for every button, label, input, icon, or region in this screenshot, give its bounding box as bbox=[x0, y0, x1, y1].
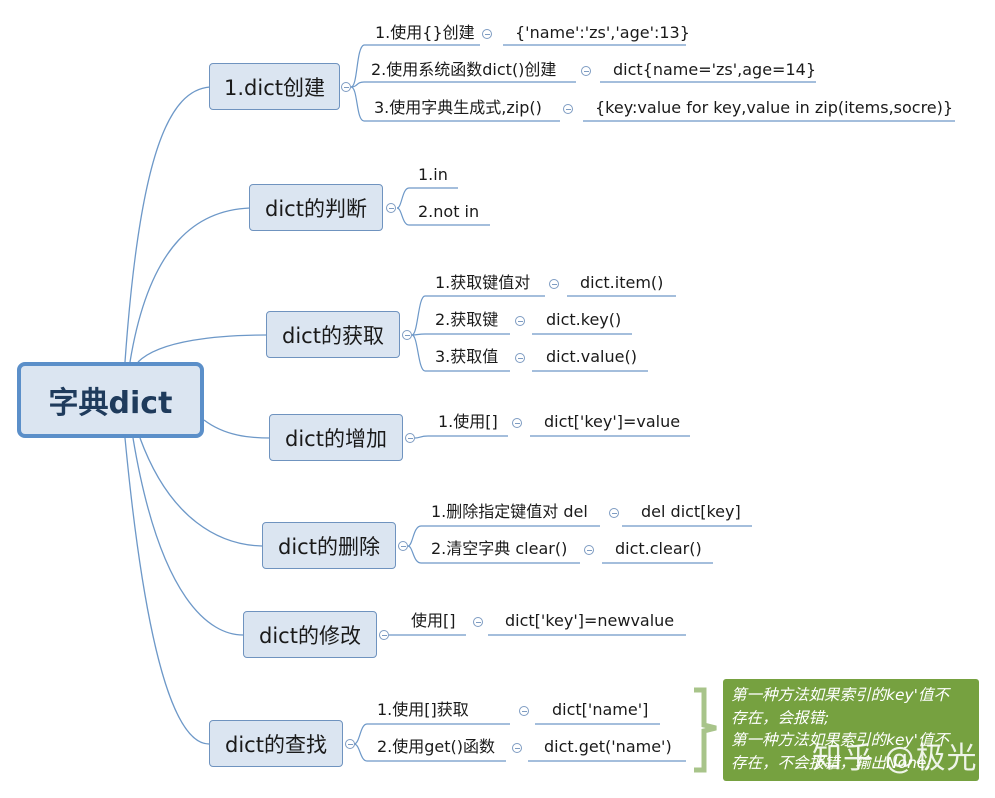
branch-dict-delete[interactable]: dict的删除 bbox=[262, 522, 396, 569]
collapse-toggle-modify[interactable] bbox=[379, 630, 389, 640]
note-bracket bbox=[694, 687, 717, 773]
leaf-create-zip-value[interactable]: {key:value for key,value in zip(items,so… bbox=[595, 98, 954, 117]
note-line: 存在，会报错; bbox=[731, 708, 830, 727]
leaf-create-braces-value[interactable]: {'name':'zs','age':13} bbox=[515, 23, 690, 42]
collapse-toggle-create[interactable] bbox=[341, 82, 351, 92]
note-line: 存在，不会报错，输出None; bbox=[731, 753, 932, 772]
collapse-toggle-create-3[interactable] bbox=[563, 104, 573, 114]
leaf-delete-clear-value[interactable]: dict.clear() bbox=[615, 539, 702, 558]
leaf-get-values-value[interactable]: dict.value() bbox=[546, 347, 637, 366]
collapse-toggle-find-2[interactable] bbox=[512, 743, 522, 753]
collapse-toggle-get[interactable] bbox=[402, 330, 412, 340]
leaf-create-dict-func-value[interactable]: dict{name='zs',age=14} bbox=[613, 60, 816, 79]
leaf-get-items-value[interactable]: dict.item() bbox=[580, 273, 664, 292]
leaf-add-brackets[interactable]: 1.使用[] bbox=[438, 412, 498, 431]
leaf-get-items[interactable]: 1.获取键值对 bbox=[435, 273, 531, 292]
branch-dict-create[interactable]: 1.dict创建 bbox=[209, 63, 340, 110]
branch-dict-modify[interactable]: dict的修改 bbox=[243, 611, 377, 658]
leaf-find-get-value[interactable]: dict.get('name') bbox=[544, 737, 672, 756]
collapse-toggle-add-1[interactable] bbox=[512, 418, 522, 428]
leaf-get-values[interactable]: 3.获取值 bbox=[435, 347, 499, 366]
collapse-toggle-find-1[interactable] bbox=[519, 706, 529, 716]
collapse-toggle-create-1[interactable] bbox=[482, 29, 492, 39]
leaf-find-brackets[interactable]: 1.使用[]获取 bbox=[377, 700, 469, 719]
note-line: 第一种方法如果索引的key'值不 bbox=[731, 731, 949, 749]
leaf-delete-del-value[interactable]: del dict[key] bbox=[641, 502, 741, 521]
note-line: 第一种方法如果索引的key'值不 bbox=[731, 686, 949, 704]
leaf-modify-brackets[interactable]: 使用[] bbox=[411, 611, 456, 630]
summary-note[interactable]: 第一种方法如果索引的key'值不 存在，会报错; 第一种方法如果索引的key'值… bbox=[723, 679, 979, 781]
branch-dict-add[interactable]: dict的增加 bbox=[269, 414, 403, 461]
leaf-create-dict-func[interactable]: 2.使用系统函数dict()创建 bbox=[371, 60, 557, 79]
collapse-toggle-delete-2[interactable] bbox=[584, 545, 594, 555]
collapse-toggle-find[interactable] bbox=[345, 739, 355, 749]
leaf-find-brackets-value[interactable]: dict['name'] bbox=[552, 700, 649, 719]
branch-dict-judge[interactable]: dict的判断 bbox=[249, 184, 383, 231]
collapse-toggle-get-1[interactable] bbox=[549, 279, 559, 289]
collapse-toggle-delete[interactable] bbox=[398, 541, 408, 551]
branch-dict-get[interactable]: dict的获取 bbox=[266, 311, 400, 358]
collapse-toggle-delete-1[interactable] bbox=[609, 508, 619, 518]
leaf-judge-in[interactable]: 1.in bbox=[418, 165, 448, 184]
collapse-toggle-modify-1[interactable] bbox=[473, 617, 483, 627]
branch-dict-find[interactable]: dict的查找 bbox=[209, 720, 343, 767]
root-node[interactable]: 字典dict bbox=[17, 362, 204, 438]
leaf-get-keys[interactable]: 2.获取键 bbox=[435, 310, 499, 329]
collapse-toggle-get-3[interactable] bbox=[515, 353, 525, 363]
leaf-delete-del[interactable]: 1.删除指定键值对 del bbox=[431, 502, 588, 521]
collapse-toggle-judge[interactable] bbox=[386, 203, 396, 213]
leaf-get-keys-value[interactable]: dict.key() bbox=[546, 310, 622, 329]
leaf-modify-brackets-value[interactable]: dict['key']=newvalue bbox=[505, 611, 675, 630]
leaf-judge-not-in[interactable]: 2.not in bbox=[418, 202, 480, 221]
leaf-add-brackets-value[interactable]: dict['key']=value bbox=[544, 412, 681, 431]
leaf-create-braces[interactable]: 1.使用{}创建 bbox=[375, 23, 475, 42]
watermark: 知乎 @极光 bbox=[812, 741, 978, 776]
leaf-delete-clear[interactable]: 2.清空字典 clear() bbox=[431, 539, 568, 558]
collapse-toggle-create-2[interactable] bbox=[581, 66, 591, 76]
collapse-toggle-add[interactable] bbox=[405, 433, 415, 443]
collapse-toggle-get-2[interactable] bbox=[515, 316, 525, 326]
leaf-find-get[interactable]: 2.使用get()函数 bbox=[377, 737, 496, 756]
leaf-create-zip[interactable]: 3.使用字典生成式,zip() bbox=[374, 98, 542, 117]
